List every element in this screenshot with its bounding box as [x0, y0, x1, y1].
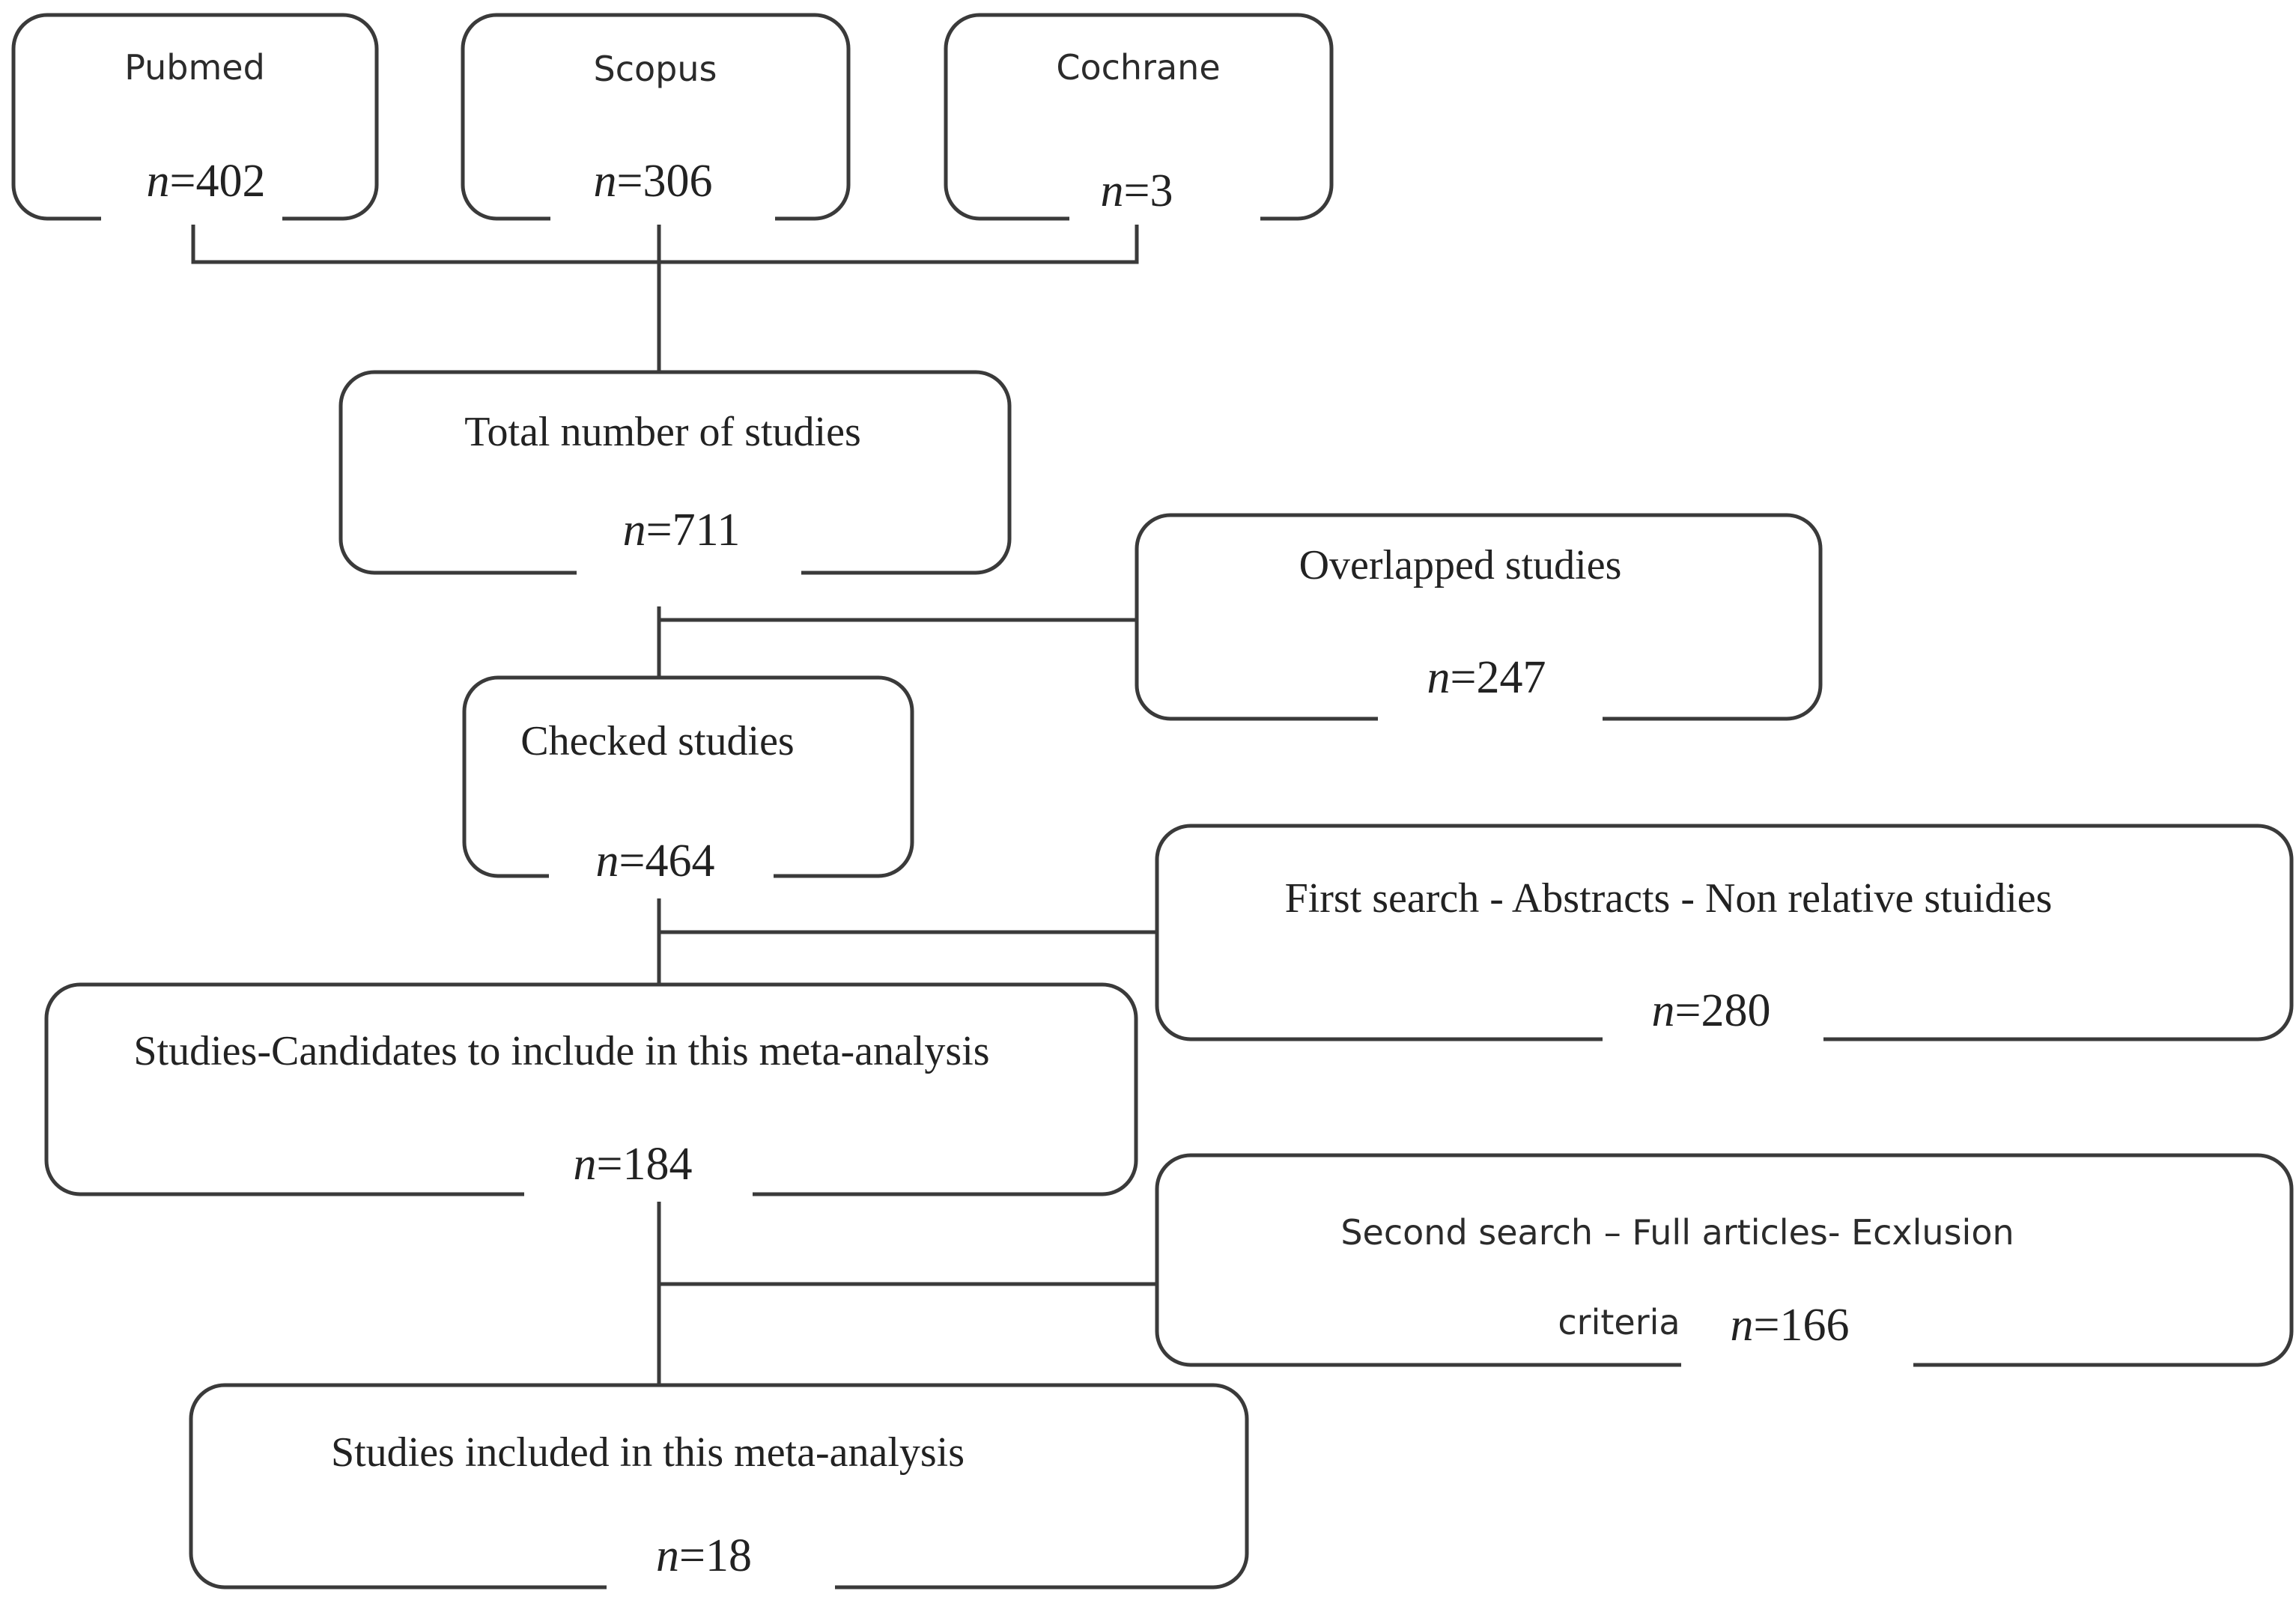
total-to-checked-connector	[657, 606, 1137, 681]
scopus-box: Scopus n=306	[461, 13, 851, 225]
cochrane-label: Cochrane	[1056, 47, 1220, 88]
checked-studies-label: Checked studies	[520, 718, 794, 764]
second-search-label: Second search – Full articles- Ecxlusion	[1340, 1212, 2014, 1253]
overlapped-studies-box: Overlapped studies n=247	[1135, 513, 1823, 726]
second-search-label-line2: criteria	[1558, 1302, 1680, 1342]
checked-studies-box: Checked studies n=464	[462, 675, 914, 886]
pubmed-count: n=402	[147, 156, 266, 207]
overlapped-studies-label: Overlapped studies	[1299, 542, 1622, 588]
candidates-count: n=184	[574, 1139, 693, 1190]
pubmed-label: Pubmed	[124, 47, 265, 88]
cochrane-count: n=3	[1101, 165, 1173, 216]
total-studies-box: Total number of studies n=711	[338, 370, 1012, 580]
first-search-box: First search - Abstracts - Non relative …	[1155, 824, 2294, 1045]
included-studies-count: n=18	[656, 1530, 752, 1581]
sources-merge-connector	[191, 217, 1139, 374]
overlapped-studies-count: n=247	[1427, 652, 1546, 703]
cochrane-box: Cochrane n=3	[944, 13, 1334, 225]
scopus-label: Scopus	[594, 49, 717, 89]
candidates-to-included-connector	[657, 1202, 1157, 1385]
scopus-count: n=306	[594, 156, 713, 207]
first-search-label: First search - Abstracts - Non relative …	[1285, 875, 2053, 922]
candidates-label: Studies-Candidates to include in this me…	[133, 1028, 989, 1074]
second-search-box: Second search – Full articles- Ecxlusion…	[1155, 1153, 2294, 1372]
checked-to-candidates-connector	[657, 898, 1157, 988]
connectors	[191, 217, 1157, 1385]
included-studies-box: Studies included in this meta-analysis n…	[189, 1383, 1249, 1593]
pubmed-box: Pubmed n=402	[11, 13, 379, 225]
total-studies-label: Total number of studies	[464, 409, 861, 455]
second-search-count: n=166	[1731, 1300, 1850, 1351]
total-studies-count: n=711	[623, 505, 741, 556]
candidates-box: Studies-Candidates to include in this me…	[44, 982, 1138, 1202]
included-studies-label: Studies included in this meta-analysis	[331, 1429, 965, 1476]
first-search-count: n=280	[1652, 985, 1771, 1036]
checked-studies-count: n=464	[596, 836, 715, 886]
